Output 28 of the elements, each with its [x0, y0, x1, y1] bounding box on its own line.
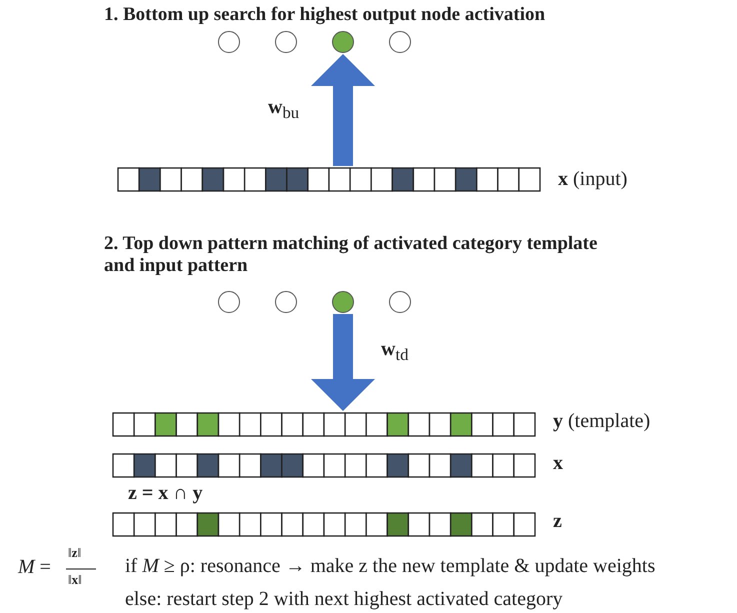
edge-label: w$_{bu}$: [268, 96, 300, 123]
step-heading: 2. Top down pattern matching of activated category template and input pattern: [104, 233, 598, 277]
node-circle: [389, 31, 411, 53]
condition-text: if M ≥ ρ: resonance → make z the new template & update weights: [125, 555, 656, 578]
bar-label: z: [553, 510, 562, 533]
step-heading: 1. Bottom up search for highest output node activation: [104, 4, 546, 26]
cell-bar: [113, 513, 535, 536]
edge-label: w$_{td}$: [381, 338, 408, 365]
block-arrow: [311, 314, 375, 411]
node-circle: [275, 291, 297, 313]
norm-numerator: ‖z‖: [68, 545, 82, 561]
cell-bar: [118, 168, 540, 191]
node-circle: [275, 31, 297, 53]
cell-bar: [113, 454, 535, 477]
norm-denominator: ‖x‖: [68, 572, 82, 588]
cell-bar: [113, 413, 535, 436]
bar-label: x: [553, 452, 563, 475]
active-node-circle: [332, 31, 354, 53]
active-node-circle: [332, 291, 354, 313]
node-circle: [389, 291, 411, 313]
bar-label: y (template): [553, 410, 650, 433]
condition-text: else: restart step 2 with next highest activated category: [125, 588, 563, 611]
intersection-formula: z = x ∩ y: [128, 482, 203, 505]
formula-text: M =: [18, 556, 51, 579]
node-circle: [218, 291, 240, 313]
bar-label: x (input): [558, 168, 628, 191]
block-arrow: [311, 54, 375, 166]
node-circle: [218, 31, 240, 53]
